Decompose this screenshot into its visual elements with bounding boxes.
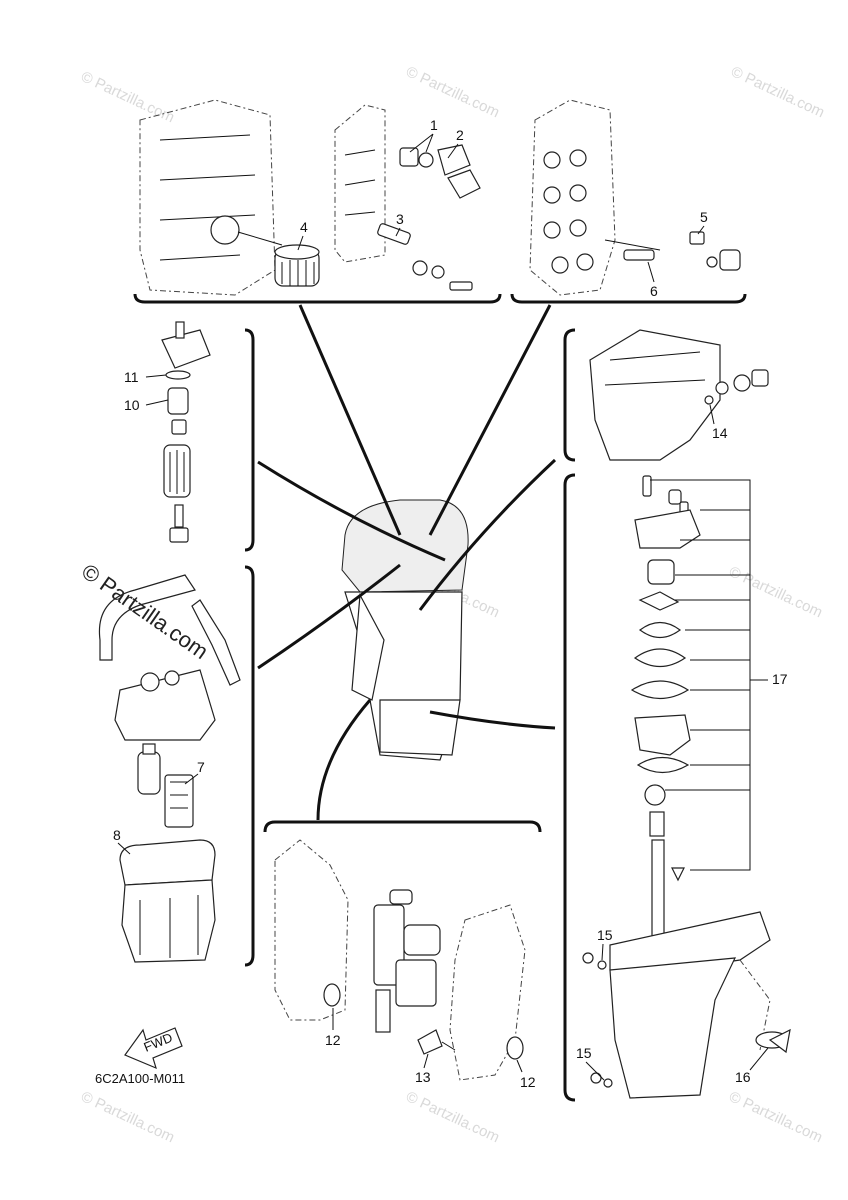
callout-15-upper: 15 [597, 927, 613, 943]
callout-3: 3 [396, 211, 404, 227]
callout-7: 7 [197, 759, 205, 775]
callout-6: 6 [650, 283, 658, 299]
fwd-arrow: FWD [124, 1027, 183, 1070]
top-left-bracket [133, 293, 502, 304]
thermostat-parts [377, 144, 481, 291]
callout-5: 5 [700, 209, 708, 225]
callout-4: 4 [300, 219, 308, 235]
callout-14: 14 [712, 425, 728, 441]
watermark: © Partzilla.com [78, 1088, 177, 1146]
callout-12-left: 12 [325, 1032, 341, 1048]
callout-1: 1 [430, 117, 438, 133]
part-14 [704, 395, 714, 405]
callout-13: 13 [415, 1069, 431, 1085]
part-12-right [506, 1036, 524, 1060]
watermark: © Partzilla.com [728, 63, 827, 121]
callout-11: 11 [124, 369, 139, 385]
part-7-screen [164, 774, 194, 828]
vapor-separator-group: 7 8 [98, 574, 241, 963]
part-11-oring [165, 370, 191, 380]
watermark: © Partzilla.com [726, 1088, 825, 1146]
fuel-filter-group: 11 10 [124, 321, 211, 543]
part-10-element [167, 387, 189, 415]
watermark-large: © Partzilla.com [77, 559, 213, 665]
part-13 [417, 1029, 443, 1055]
callout-15-lower: 15 [576, 1045, 592, 1061]
vapor-separator-bracket [244, 565, 255, 967]
top-right-bracket [510, 293, 747, 304]
water-pump-group: 17 [630, 475, 788, 941]
upper-casing-bracket [563, 328, 576, 462]
part-6-sensor [623, 249, 655, 261]
watermark: © Partzilla.com [403, 63, 502, 121]
part-8-gasket [119, 839, 216, 886]
callout-17: 17 [772, 671, 788, 687]
callout-10: 10 [124, 397, 140, 413]
top-cylinder-head-group: 5 6 [529, 99, 741, 299]
top-powerhead-group: 4 1 2 3 [139, 99, 481, 296]
trim-tilt-bracket [263, 820, 542, 833]
callout-16: 16 [735, 1069, 751, 1085]
lower-unit-group: 15 15 16 [576, 911, 791, 1099]
watermark: © Partzilla.com [403, 1088, 502, 1146]
watermark: © Partzilla.com [726, 563, 825, 621]
callout-12-right: 12 [520, 1074, 536, 1090]
oil-filter [274, 244, 320, 287]
diagram-code: 6C2A100-M011 [95, 1071, 185, 1086]
leader-lines [257, 304, 557, 821]
callout-2: 2 [456, 127, 464, 143]
part-15-lower [603, 1078, 613, 1088]
watermark: © Partzilla.com [78, 68, 177, 126]
callout-8: 8 [113, 827, 121, 843]
part-15-upper [597, 960, 607, 970]
outboard-motor [341, 499, 469, 761]
trim-tilt-group: 12 12 13 [274, 839, 536, 1090]
part-12-left [323, 983, 341, 1007]
upper-casing-group: 14 [589, 329, 769, 461]
lower-unit-bracket [563, 473, 576, 1102]
part-5 [689, 231, 705, 245]
fuel-filter-bracket [244, 328, 255, 552]
